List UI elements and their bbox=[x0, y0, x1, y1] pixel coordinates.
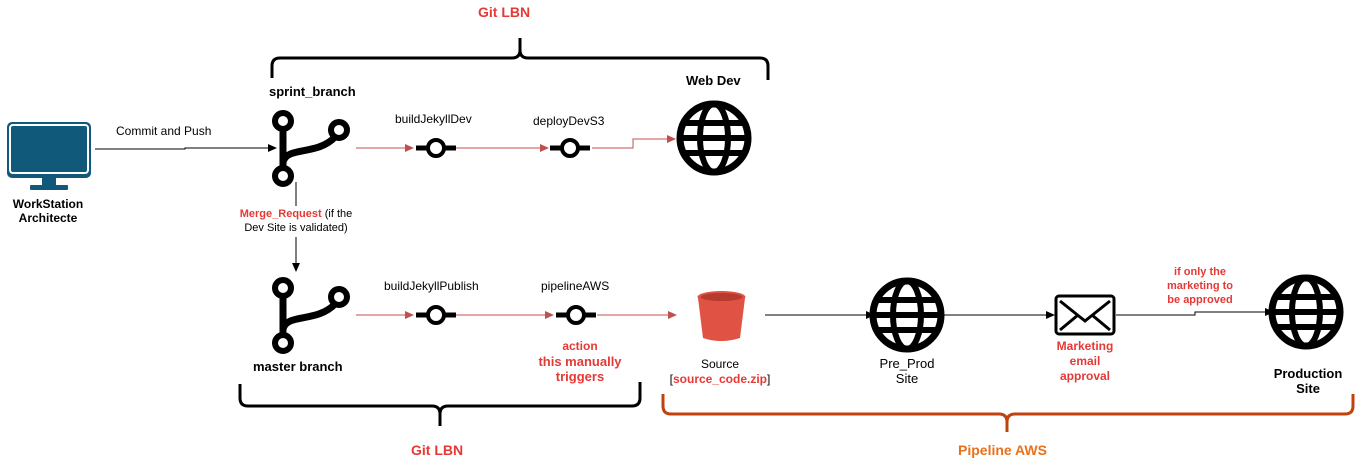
workstation-label-line2: Architecte bbox=[18, 211, 78, 225]
merge-request-label: Merge_Request (if the Dev Site is valida… bbox=[224, 207, 368, 235]
source-filename: source_code.zip bbox=[672, 372, 768, 386]
top-brace bbox=[270, 38, 770, 80]
action-line1: action bbox=[562, 339, 598, 353]
build-jekyll-publish-label: buildJekyllPublish bbox=[384, 279, 479, 293]
pre-prod-line1: Pre_Prod bbox=[879, 356, 935, 371]
condition-line1: if only the bbox=[1174, 266, 1226, 278]
condition-line2: marketing to bbox=[1166, 280, 1233, 292]
action-line2: this manually bbox=[538, 354, 622, 369]
master-branch-label: master branch bbox=[253, 359, 343, 374]
s3-bucket-icon bbox=[697, 291, 746, 341]
globe-icon-production bbox=[1272, 278, 1340, 346]
source-open-bracket: [ bbox=[669, 372, 673, 386]
web-dev-label: Web Dev bbox=[686, 73, 741, 88]
bottom-left-brace-label: Git LBN bbox=[411, 442, 464, 458]
production-line2: Site bbox=[1296, 381, 1320, 396]
git-commit-icon-pipeline bbox=[556, 307, 596, 323]
production-line1: Production bbox=[1273, 366, 1343, 381]
marketing-line1: Marketing bbox=[1056, 339, 1114, 353]
deploy-dev-s3-label: deployDevS3 bbox=[533, 114, 605, 128]
workstation-label: WorkStation Architecte bbox=[0, 197, 96, 225]
bottom-right-brace bbox=[661, 394, 1355, 432]
globe-icon-pre-prod bbox=[873, 281, 941, 349]
mail-to-production-arrow bbox=[1116, 308, 1274, 316]
bottom-left-brace bbox=[238, 382, 642, 426]
build-jekyll-dev-label: buildJekyllDev bbox=[395, 112, 472, 126]
merge-request-line2: Dev Site is validated) bbox=[244, 222, 348, 234]
source-line1: Source bbox=[700, 357, 740, 371]
git-commit-icon-deploy-dev bbox=[550, 140, 590, 156]
merge-request-rest: (if the bbox=[321, 208, 353, 220]
monitor-icon bbox=[7, 122, 91, 190]
pipeline-aws-label: pipelineAWS bbox=[541, 279, 610, 293]
commit-push-label: Commit and Push bbox=[116, 124, 212, 138]
pre-prod-label: Pre_Prod Site bbox=[860, 356, 954, 386]
action-label: action this manually triggers bbox=[520, 339, 640, 384]
globe-icon-web-dev bbox=[680, 104, 748, 172]
marketing-line3: approval bbox=[1059, 369, 1110, 383]
git-branch-icon-master bbox=[275, 280, 347, 351]
git-commit-icon-build-dev bbox=[416, 140, 456, 156]
approval-condition-label: if only the marketing to be approved bbox=[1150, 265, 1250, 307]
git-branch-icon-sprint bbox=[275, 113, 347, 184]
merge-request-red: Merge_Request bbox=[239, 208, 322, 220]
condition-line3: be approved bbox=[1167, 294, 1233, 306]
workstation-label-line1: WorkStation bbox=[12, 197, 84, 211]
bottom-right-brace-label: Pipeline AWS bbox=[958, 442, 1047, 458]
source-label: Source [source_code.zip] bbox=[652, 357, 788, 387]
commit-push-arrow bbox=[95, 144, 277, 152]
source-close-bracket: ] bbox=[767, 372, 771, 386]
action-line3: triggers bbox=[555, 369, 605, 384]
pre-prod-line2: Site bbox=[895, 371, 919, 386]
top-brace-label: Git LBN bbox=[478, 4, 531, 20]
envelope-icon bbox=[1054, 294, 1116, 336]
marketing-approval-label: Marketing email approval bbox=[1040, 339, 1130, 384]
production-site-label: Production Site bbox=[1260, 366, 1356, 396]
sprint-branch-label: sprint_branch bbox=[269, 84, 356, 99]
marketing-line2: email bbox=[1069, 354, 1101, 368]
git-commit-icon-build-publish bbox=[416, 307, 456, 323]
deploy-to-webdev-arrow bbox=[592, 135, 676, 149]
